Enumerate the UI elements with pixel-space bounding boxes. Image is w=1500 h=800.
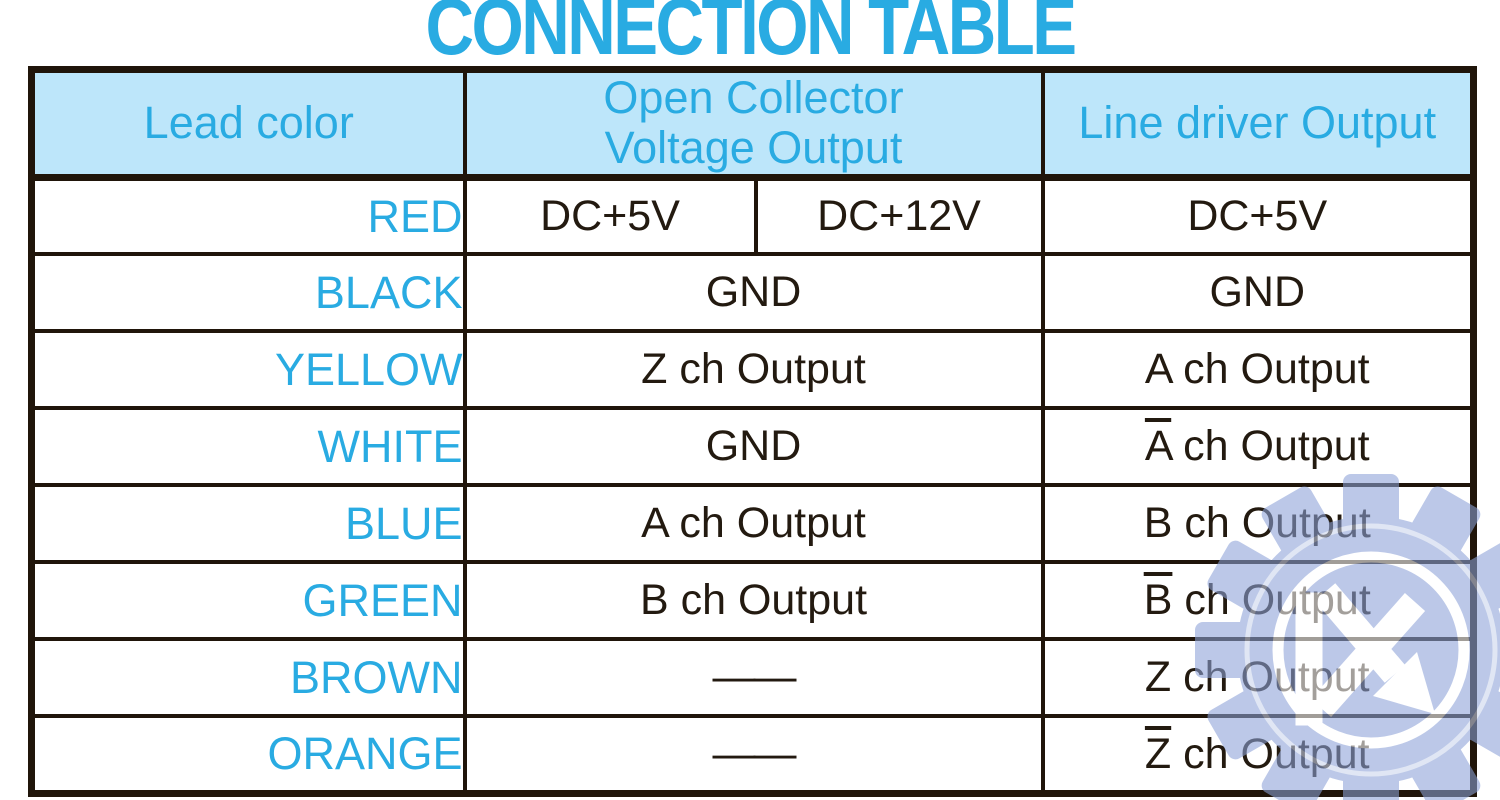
ld-yellow-text: A ch Output <box>1144 345 1370 394</box>
header-lead-color: Lead color <box>29 67 467 181</box>
oc-brown-dash: —— <box>712 653 797 702</box>
header-line-driver: Line driver Output <box>1040 67 1476 181</box>
table-row-blue: BLUE A ch Output B ch Output <box>29 483 1476 565</box>
table-row-green: GREEN B ch Output B ch Output <box>29 560 1476 642</box>
ld-brown-text: Z ch Output <box>1144 653 1370 702</box>
oc-red-5v: DC+5V <box>462 175 758 257</box>
table-row-brown: BROWN —— Z ch Output <box>29 637 1476 719</box>
ld-green: B ch Output <box>1040 560 1476 642</box>
lead-color-black: BLACK <box>29 252 467 334</box>
oc-white: GND <box>462 406 1045 488</box>
table-row-black: BLACK GND GND <box>29 252 1476 334</box>
connection-table: Lead color Open Collector Voltage Output… <box>28 66 1477 797</box>
ld-orange-text: ch Output <box>1171 729 1370 778</box>
oc-blue: A ch Output <box>462 483 1045 565</box>
lead-color-white: WHITE <box>29 406 467 488</box>
ld-white: A ch Output <box>1040 406 1476 488</box>
table-row-yellow: YELLOW Z ch Output A ch Output <box>29 329 1476 411</box>
ld-blue-text: B ch Output <box>1143 499 1371 548</box>
ld-brown: Z ch Output <box>1040 637 1476 719</box>
lead-color-yellow: YELLOW <box>29 329 467 411</box>
header-open-collector: Open Collector Voltage Output <box>462 67 1045 181</box>
lead-color-brown: BROWN <box>29 637 467 719</box>
ld-red: DC+5V <box>1040 175 1476 257</box>
oc-red-12v: DC+12V <box>753 175 1045 257</box>
ld-black-text: GND <box>1209 268 1306 317</box>
oc-green: B ch Output <box>462 560 1045 642</box>
oc-orange: —— <box>462 714 1045 796</box>
lead-color-blue: BLUE <box>29 483 467 565</box>
table-row-white: WHITE GND A ch Output <box>29 406 1476 488</box>
ld-orange: Z ch Output <box>1040 714 1476 796</box>
ld-black: GND <box>1040 252 1476 334</box>
table-row-orange: ORANGE —— Z ch Output <box>29 714 1476 796</box>
oc-brown: —— <box>462 637 1045 719</box>
ld-white-overline: A <box>1144 422 1172 471</box>
ld-blue: B ch Output <box>1040 483 1476 565</box>
ld-yellow: A ch Output <box>1040 329 1476 411</box>
ld-red-text: DC+5V <box>1187 192 1328 241</box>
ld-orange-overline: Z <box>1144 729 1172 778</box>
header-row: Lead color Open Collector Voltage Output… <box>29 67 1476 181</box>
lead-color-red: RED <box>29 175 467 257</box>
ld-green-text: ch Output <box>1172 576 1371 625</box>
lead-color-green: GREEN <box>29 560 467 642</box>
oc-orange-dash: —— <box>712 729 797 778</box>
page-title: CONNECTION TABLE <box>425 0 1077 71</box>
lead-color-orange: ORANGE <box>29 714 467 796</box>
table-row-red: RED DC+5V DC+12V DC+5V <box>29 175 1476 257</box>
oc-black: GND <box>462 252 1045 334</box>
oc-yellow: Z ch Output <box>462 329 1045 411</box>
ld-green-overline: B <box>1143 576 1173 625</box>
ld-white-text: ch Output <box>1171 422 1370 471</box>
header-open-collector-line2: Voltage Output <box>604 122 903 174</box>
header-open-collector-line1: Open Collector <box>603 72 904 124</box>
